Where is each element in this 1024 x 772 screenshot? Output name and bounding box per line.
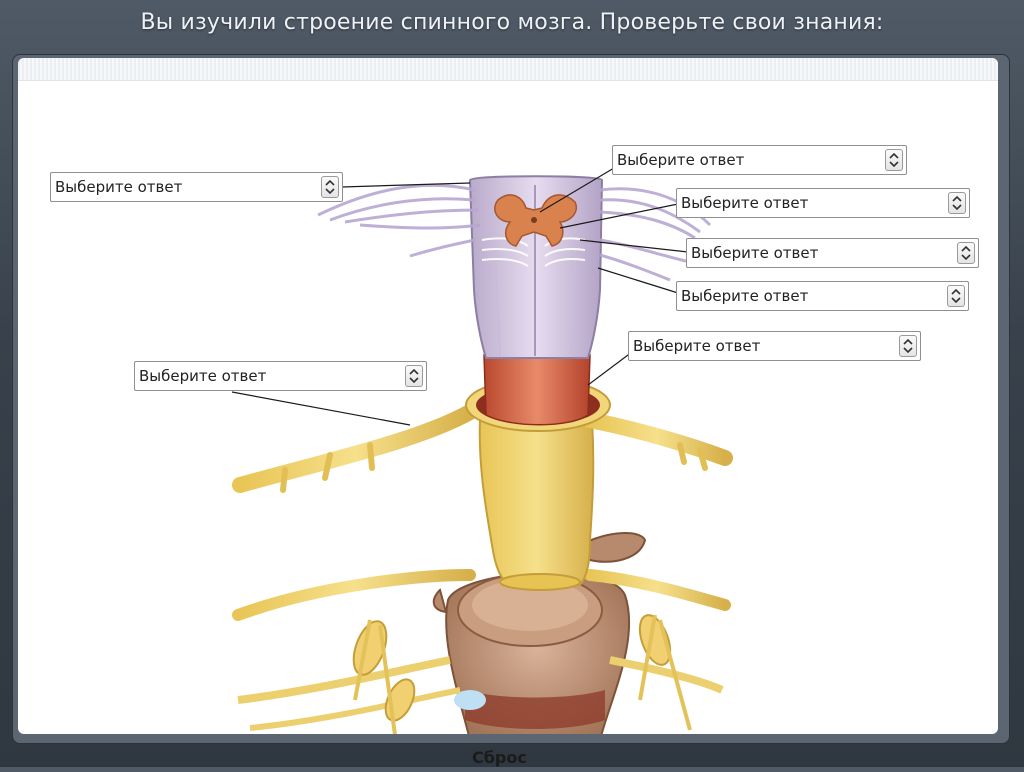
answer-select-5[interactable]: Выберите ответ xyxy=(676,281,969,311)
lower-nerve-left xyxy=(232,569,476,621)
updown-arrows-icon xyxy=(321,176,339,198)
updown-arrows-icon xyxy=(885,149,903,171)
spinal-nerve-left xyxy=(232,404,478,493)
select-value: Выберите ответ xyxy=(633,337,761,355)
select-value: Выберите ответ xyxy=(55,178,183,196)
lower-nerve-right xyxy=(584,569,731,611)
leader-lines xyxy=(231,167,689,426)
page-title: Вы изучили строение спинного мозга. Пров… xyxy=(140,10,884,35)
select-value: Выберите ответ xyxy=(681,194,809,212)
updown-arrows-icon xyxy=(948,192,966,214)
updown-arrows-icon xyxy=(947,285,965,307)
select-value: Выберите ответ xyxy=(139,367,267,385)
updown-arrows-icon xyxy=(957,242,975,264)
updown-arrows-icon xyxy=(899,335,917,357)
top-stripe-bar xyxy=(18,58,998,81)
answer-select-4[interactable]: Выберите ответ xyxy=(686,238,979,268)
select-value: Выберите ответ xyxy=(617,151,745,169)
answer-select-1[interactable]: Выберите ответ xyxy=(50,172,343,202)
select-value: Выберите ответ xyxy=(681,287,809,305)
reset-button[interactable]: Сброс xyxy=(472,748,527,767)
answer-select-7[interactable]: Выберите ответ xyxy=(134,361,427,391)
pia-arachnoid-layer xyxy=(483,354,591,426)
select-value: Выберите ответ xyxy=(691,244,819,262)
updown-arrows-icon xyxy=(405,365,423,387)
answer-select-6[interactable]: Выберите ответ xyxy=(628,331,921,361)
answer-select-2[interactable]: Выберите ответ xyxy=(612,145,907,175)
nerve-rootlets xyxy=(317,183,712,282)
answer-select-3[interactable]: Выберите ответ xyxy=(676,188,970,218)
dura-mater-tube xyxy=(478,419,595,586)
spinal-nerve-right xyxy=(582,412,733,466)
